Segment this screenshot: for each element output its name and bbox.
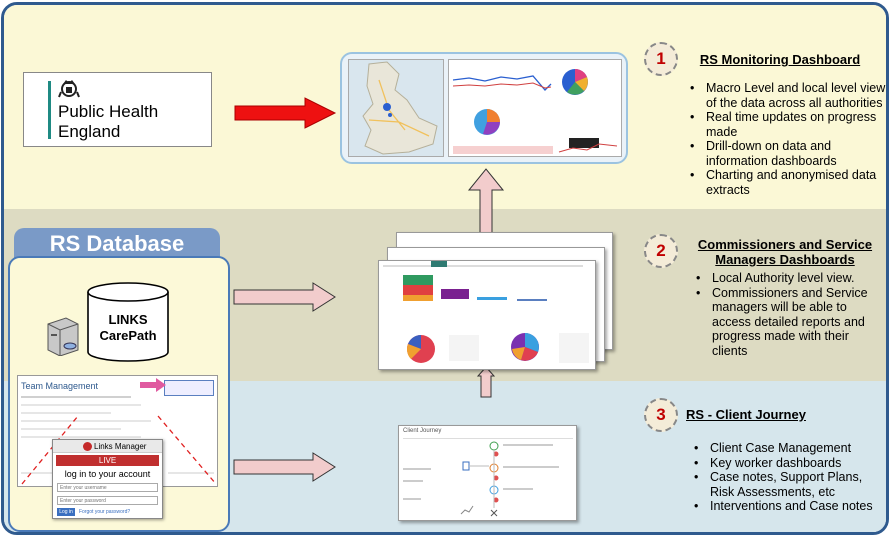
section-3-bullets: Client Case Management Key worker dashbo… xyxy=(690,441,885,514)
pink-arrow-right-bottom-icon xyxy=(233,452,336,482)
cylinder-label-1: LINKS xyxy=(108,312,148,327)
section-1-bullet: Charting and anonymised data extracts xyxy=(686,168,886,197)
dashboard-charts xyxy=(403,275,589,363)
username-field[interactable] xyxy=(57,483,158,492)
login-title: log in to your account xyxy=(64,469,151,479)
phe-teal-bar xyxy=(48,81,51,139)
forgot-password-link[interactable]: Forgot your password? xyxy=(79,509,131,515)
live-label: LIVE xyxy=(98,456,117,465)
section-3-title: RS - Client Journey xyxy=(686,407,806,422)
dashboard-sheet-front xyxy=(378,260,596,370)
pink-arrow-up-bottom-icon xyxy=(477,366,495,398)
section-2-bullet: Local Authority level view. xyxy=(692,271,882,286)
section-1-bullet: Macro Level and local level view of the … xyxy=(686,81,886,110)
section-1-bullet: Real time updates on progress made xyxy=(686,110,886,139)
password-field[interactable] xyxy=(57,496,158,505)
section-2-title: Commissioners and Service Managers Dashb… xyxy=(697,237,873,267)
section-1-title: RS Monitoring Dashboard xyxy=(699,52,861,67)
section-2-bullet: Commissioners and Service managers will … xyxy=(692,286,882,359)
england-map xyxy=(348,59,444,157)
cylinder-label-2: CarePath xyxy=(99,328,157,343)
pink-arrow-up-top-icon xyxy=(467,168,505,238)
pink-pointer-icon xyxy=(140,378,166,392)
section-1-bullet: Drill-down on data and information dashb… xyxy=(686,139,886,168)
monitoring-charts xyxy=(448,59,622,157)
links-manager-label: Links Manager xyxy=(94,442,147,451)
phe-line-2: England xyxy=(58,122,121,141)
database-cylinder-icon xyxy=(87,282,169,362)
pink-arrow-right-top-icon xyxy=(233,282,336,312)
links-manager-logo-icon xyxy=(83,442,92,451)
section-2-number: 2 xyxy=(644,234,678,268)
journey-flow xyxy=(403,441,559,517)
red-dash-overlay xyxy=(21,415,217,485)
section-1-number: 1 xyxy=(644,42,678,76)
client-journey-screenshot: Client Journey xyxy=(398,425,577,521)
monitoring-dashboard-frame xyxy=(340,52,628,164)
login-button[interactable]: Log in xyxy=(57,508,75,516)
login-dialog: Links Manager LIVE log in to your accoun… xyxy=(52,439,163,519)
section-2-bullets: Local Authority level view. Commissioner… xyxy=(692,271,882,358)
server-icon xyxy=(47,317,79,356)
phe-line-1: Public Health xyxy=(58,102,159,121)
section-3-bullet: Key worker dashboards xyxy=(690,456,885,471)
royal-crest-icon xyxy=(58,80,80,98)
live-banner xyxy=(56,455,159,466)
red-arrow-icon xyxy=(234,97,337,129)
section-3-bullet: Client Case Management xyxy=(690,441,885,456)
section-3-number: 3 xyxy=(644,398,678,432)
rs-database-title: RS Database xyxy=(49,231,185,256)
client-journey-title: Client Journey xyxy=(403,428,442,434)
section-3-bullet: Interventions and Case notes xyxy=(690,499,885,514)
team-management-title: Team Management xyxy=(21,381,99,391)
links-manager-bar xyxy=(53,440,162,453)
section-3-bullet: Case notes, Support Plans, Risk Assessme… xyxy=(690,470,885,499)
section-1-bullets: Macro Level and local level view of the … xyxy=(686,81,886,197)
phe-logo-box: Public Health England xyxy=(23,72,212,147)
